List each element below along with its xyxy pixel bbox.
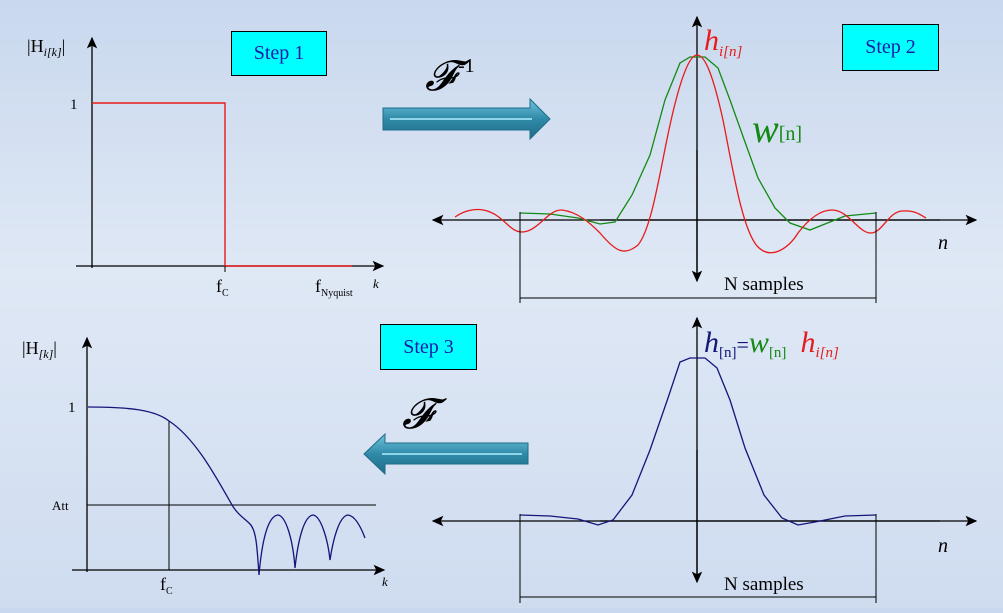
- step-1-label: Step 1: [253, 42, 305, 64]
- window-curve: [519, 56, 877, 231]
- forward-transform-symbol: 𝓕: [402, 392, 447, 438]
- panel-ideal-lowpass: |Hi[k]| 1 fC fNyquist k: [27, 36, 385, 299]
- tick-label-att: Att: [52, 498, 69, 513]
- x-axis-label: n: [938, 232, 948, 254]
- ideal-response-curve: [92, 102, 352, 267]
- tick-label-one: 1: [68, 400, 76, 416]
- step-2-box: Step 2: [842, 24, 939, 71]
- x-axis-label: n: [938, 535, 948, 557]
- tick-label-fc: fC: [160, 574, 173, 597]
- n-samples-label: N samples: [724, 574, 804, 595]
- tick-label-fc: fC: [216, 276, 229, 299]
- panel-impulse-and-window: hi[n] w[n] n N samples: [431, 15, 978, 303]
- fourier-arrow: 𝓕: [363, 392, 529, 476]
- y-axis-label: |Hi[k]|: [27, 36, 65, 59]
- tick-label-one: 1: [70, 97, 78, 113]
- tick-label-nyquist: fNyquist: [315, 276, 353, 299]
- panel-windowed-impulse: h[n]=w[n]hi[n] n N samples: [431, 316, 978, 603]
- filter-response-curve: [87, 406, 366, 576]
- step-3-box: Step 3: [380, 324, 477, 370]
- inverse-fourier-arrow: 𝓕-1: [382, 54, 551, 141]
- impulse-label: hi[n]: [704, 24, 743, 60]
- y-axis-label: |H[k]|: [22, 338, 57, 361]
- product-equation: h[n]=w[n]hi[n]: [704, 326, 839, 361]
- x-axis-label: k: [382, 574, 388, 589]
- x-axis-label: k: [373, 276, 379, 291]
- window-label: w[n]: [752, 106, 802, 151]
- step-2-label: Step 2: [865, 36, 916, 58]
- n-samples-label: N samples: [724, 274, 804, 295]
- windowed-impulse-curve: [519, 357, 877, 526]
- step-3-label: Step 3: [403, 335, 454, 358]
- inverse-transform-symbol: 𝓕-1: [425, 54, 475, 100]
- impulse-response-curve: [454, 54, 927, 254]
- panel-resulting-response: |H[k]| 1 Att fC k: [22, 336, 388, 597]
- step-1-box: Step 1: [231, 31, 327, 76]
